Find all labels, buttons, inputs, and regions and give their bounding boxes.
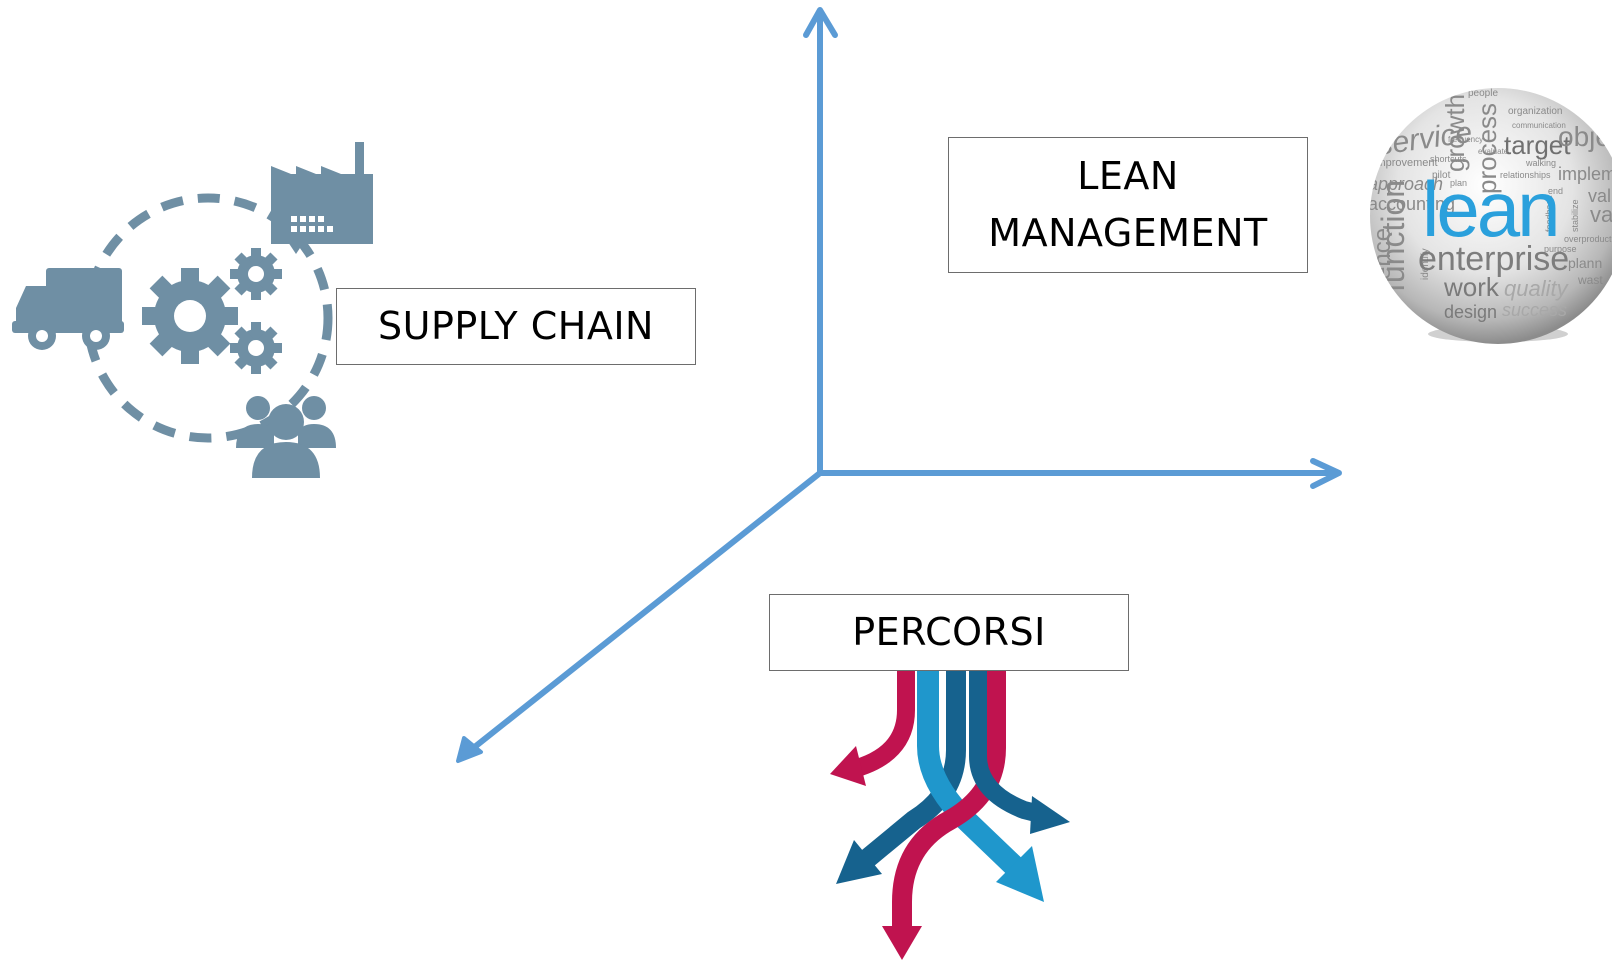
svg-text:target: target bbox=[1504, 130, 1571, 160]
large-gear-icon bbox=[142, 268, 238, 364]
svg-text:accounting: accounting bbox=[1368, 194, 1455, 214]
svg-text:approach: approach bbox=[1368, 174, 1443, 194]
svg-text:overproduction: overproduction bbox=[1564, 234, 1612, 244]
truck-icon bbox=[12, 268, 124, 350]
svg-text:lean: lean bbox=[1422, 165, 1557, 253]
lean-text-line2: MANAGEMENT bbox=[988, 211, 1268, 255]
svg-text:organization: organization bbox=[1508, 106, 1562, 117]
svg-text:ence: ence bbox=[1369, 228, 1396, 280]
horizontal-axis-arrowhead bbox=[1310, 458, 1342, 489]
dark-blue-path-right bbox=[969, 670, 1043, 823]
svg-text:plann: plann bbox=[1568, 255, 1602, 271]
dark-blue-arrowhead-right bbox=[1030, 796, 1070, 834]
svg-text:work: work bbox=[1443, 272, 1500, 302]
red-path-left bbox=[847, 670, 915, 779]
svg-text:plan: plan bbox=[1450, 178, 1467, 188]
svg-text:people: people bbox=[1468, 88, 1498, 99]
svg-text:val: val bbox=[1590, 202, 1612, 227]
svg-text:process: process bbox=[1472, 103, 1502, 194]
svg-text:design: design bbox=[1444, 302, 1497, 322]
diagonal-axis bbox=[459, 470, 823, 760]
people-group-icon bbox=[236, 396, 336, 478]
lean-text-line1: LEAN bbox=[1077, 154, 1179, 198]
svg-text:growth: growth bbox=[1440, 94, 1470, 172]
svg-text:walking: walking bbox=[1525, 158, 1556, 168]
svg-text:improvement: improvement bbox=[1374, 157, 1438, 169]
svg-text:implemen: implemen bbox=[1558, 164, 1612, 184]
vertical-axis-arrowhead bbox=[803, 7, 838, 38]
lean-management-label: LEAN MANAGEMENT bbox=[948, 137, 1308, 273]
red-arrowhead-down bbox=[882, 926, 922, 960]
small-gear-bottom-icon bbox=[230, 322, 282, 374]
supply-chain-text: SUPPLY CHAIN bbox=[378, 304, 654, 348]
svg-text:communication: communication bbox=[1512, 121, 1566, 130]
svg-text:end: end bbox=[1548, 186, 1563, 196]
svg-text:quality: quality bbox=[1504, 276, 1570, 301]
svg-text:purpose: purpose bbox=[1544, 244, 1577, 254]
svg-text:frequency: frequency bbox=[1448, 135, 1483, 144]
svg-text:enterprise: enterprise bbox=[1418, 240, 1569, 278]
factory-icon bbox=[271, 142, 373, 254]
supply-chain-icon bbox=[12, 142, 373, 478]
svg-text:identify: identify bbox=[1420, 248, 1431, 280]
supply-chain-label: SUPPLY CHAIN bbox=[336, 288, 696, 365]
branching-paths-arrows-icon bbox=[830, 670, 1070, 960]
light-blue-arrowhead-right bbox=[996, 846, 1044, 902]
red-arrowhead-left bbox=[830, 746, 866, 786]
svg-text:shortcuts: shortcuts bbox=[1430, 154, 1467, 164]
svg-text:evaluate: evaluate bbox=[1478, 147, 1509, 156]
svg-text:success: success bbox=[1502, 300, 1567, 320]
small-gear-top-icon bbox=[230, 248, 282, 300]
red-path-down bbox=[892, 670, 1006, 928]
percorsi-label: PERCORSI bbox=[769, 594, 1129, 671]
svg-text:wast: wast bbox=[1577, 273, 1603, 287]
svg-text:feedback: feedback bbox=[1544, 195, 1554, 232]
diagonal-axis-arrowhead bbox=[456, 736, 483, 763]
svg-text:obje: obje bbox=[1558, 121, 1611, 152]
svg-text:relationships: relationships bbox=[1500, 170, 1551, 180]
svg-text:pilot: pilot bbox=[1432, 170, 1451, 181]
dark-blue-arrowhead-left bbox=[836, 840, 882, 884]
lean-word-cloud-sphere: service growth process target obje peopl… bbox=[1368, 88, 1612, 344]
svg-text:stabilize: stabilize bbox=[1570, 199, 1580, 232]
svg-text:value: value bbox=[1588, 186, 1612, 206]
percorsi-text: PERCORSI bbox=[852, 610, 1046, 654]
